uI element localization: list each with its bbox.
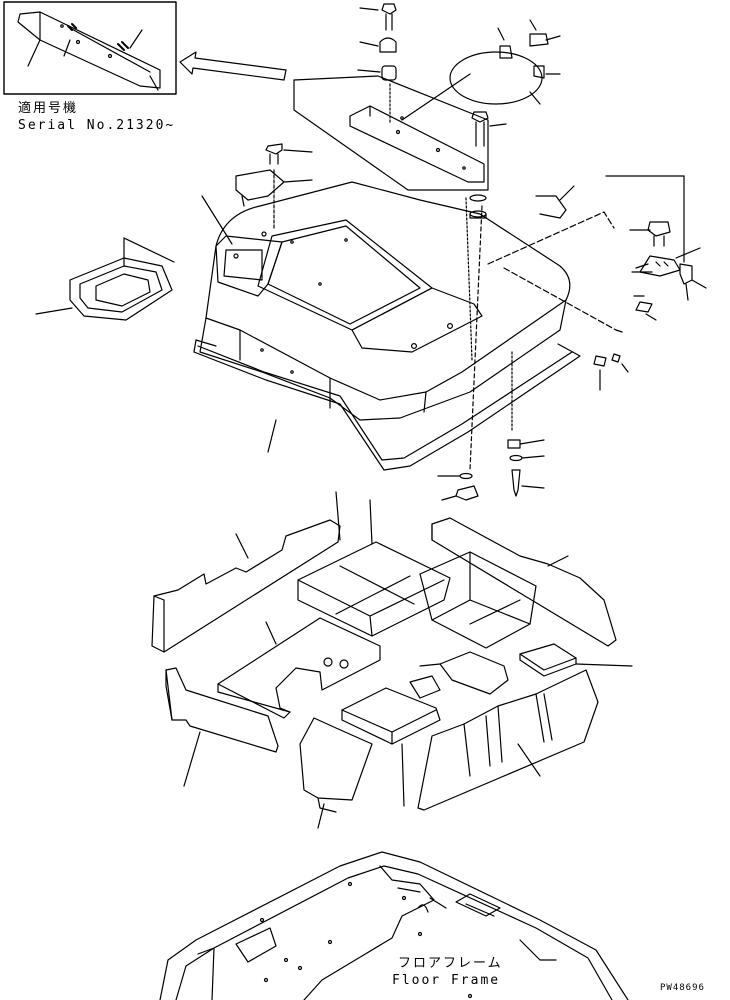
floor-frame [159, 851, 629, 1000]
drawing-number: PW48696 [660, 983, 705, 993]
roof-seal [193, 339, 581, 471]
serial-range-label: Serial No.21320~ [18, 118, 176, 133]
inset-detail-box [3, 1, 177, 95]
cover-plate-detail [293, 3, 561, 191]
insulation-panels [151, 491, 633, 829]
roof-hardware [593, 175, 707, 391]
floor-frame-label-en: Floor Frame [392, 973, 501, 988]
floor-frame-label-jp: フロアフレーム [398, 956, 503, 971]
detail-arrow [179, 51, 287, 81]
washer-stack [437, 194, 545, 501]
cab-roof [199, 143, 617, 471]
applicable-machines-label: 適用号機 [18, 101, 79, 116]
roof-gasket [35, 237, 175, 321]
